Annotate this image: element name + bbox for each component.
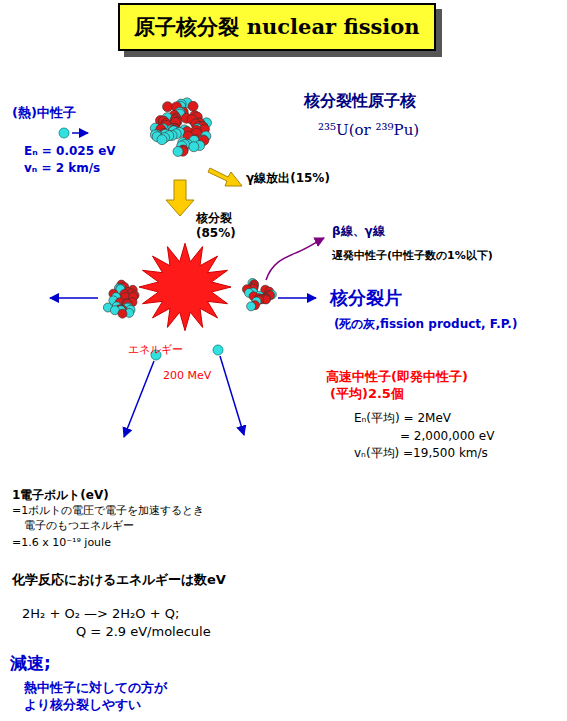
label: 核分裂	[196, 212, 232, 226]
nucleon	[189, 142, 199, 152]
label: より核分裂しやすい	[24, 698, 141, 713]
label: vₙ(平均) =19,500 km/s	[354, 447, 488, 461]
label: vₙ = 2 km/s	[24, 162, 100, 176]
label: 200 MeV	[163, 370, 211, 383]
label: β線、γ線	[332, 225, 385, 239]
label: 電子のもつエネルギー	[24, 520, 134, 533]
label: 化学反応におけるエネルギーは数eV	[12, 573, 226, 588]
label: (平均)2.5個	[330, 387, 404, 402]
title-box: 原子核分裂 nuclear fission	[118, 3, 435, 51]
neutron	[59, 128, 69, 138]
arrow	[278, 297, 316, 299]
label: (85%)	[196, 227, 236, 241]
arrow	[50, 297, 98, 299]
label: 減速;	[10, 654, 51, 674]
nucleon	[157, 135, 167, 145]
label: Eₙ = 0.025 eV	[24, 145, 116, 159]
title: 原子核分裂 nuclear fission	[134, 13, 419, 41]
decay-arrow	[266, 238, 324, 280]
label: 核分裂性原子核	[304, 92, 416, 110]
label: Q = 2.9 eV/molecule	[76, 625, 211, 640]
arrow	[124, 361, 154, 437]
nucleus	[103, 280, 139, 318]
label: ²³⁵U(or ²³⁹Pu)	[318, 122, 419, 139]
label: 核分裂片	[330, 288, 402, 309]
label: エネルギー	[128, 344, 183, 357]
nucleon	[188, 101, 198, 111]
nucleus	[150, 98, 211, 157]
neutron	[213, 345, 223, 355]
nucleon	[163, 102, 173, 112]
gamma-arrow	[208, 168, 242, 186]
label: 熱中性子に対しての方が	[24, 681, 167, 696]
arrow	[72, 132, 88, 134]
label: 1電子ボルト(eV)	[12, 489, 109, 503]
arrow	[220, 356, 244, 435]
nucleus	[242, 278, 276, 310]
label: 高速中性子(即発中性子)	[326, 370, 468, 385]
label: 遅発中性子(中性子数の1%以下)	[332, 250, 493, 263]
label: =1.6 x 10⁻¹⁹ joule	[12, 537, 111, 550]
label: = 2,000,000 eV	[400, 430, 494, 444]
nucleon	[118, 309, 127, 318]
label: γ線放出(15%)	[246, 172, 330, 186]
label: Eₙ(平均) = 2MeV	[354, 412, 451, 426]
label: (熱)中性子	[12, 106, 76, 121]
label: (死の灰,fission product, F.P.)	[334, 318, 517, 332]
fission-arrow	[166, 180, 194, 216]
energy-burst	[139, 243, 231, 330]
nucleon	[247, 302, 256, 311]
nucleon	[173, 146, 183, 156]
label: =1ボルトの電圧で電子を加速するとき	[12, 505, 204, 518]
label: 2H₂ + O₂ —> 2H₂O + Q;	[22, 607, 179, 622]
